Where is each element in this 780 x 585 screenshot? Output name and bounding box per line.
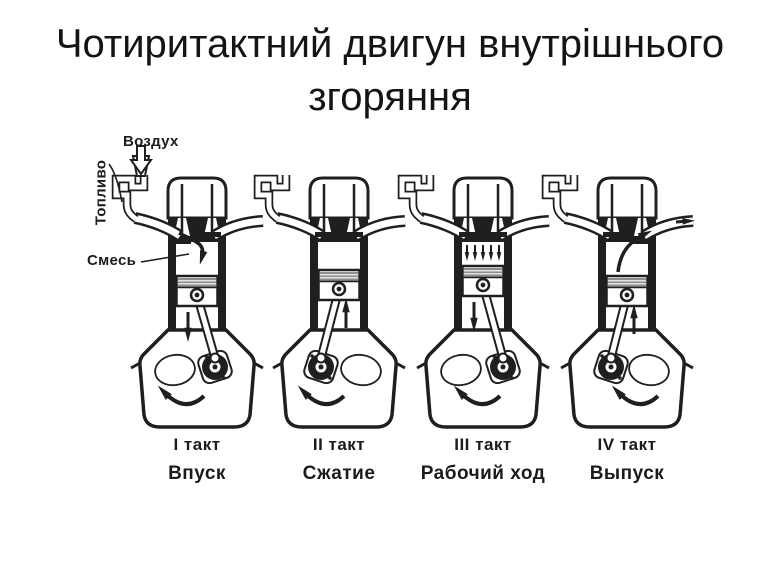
engine-figure: Воздух Топливо Смесь I такт Впуск II так… [85,130,745,530]
engine-figure-svg [108,145,695,429]
stroke-caption-power: III такт Рабочий ход [408,435,558,485]
mixture-label: Смесь [87,252,137,269]
stroke-name: Впуск [168,463,226,484]
stroke-stage: II такт [312,435,366,454]
stroke-caption-compression: II такт Сжатие [264,435,414,485]
slide-title: Чотиритактний двигун внутрішнього згорян… [55,22,725,119]
stroke-name: Сжатие [302,463,376,484]
stroke-stage: I такт [173,435,221,454]
engine-stroke-1-diagram [111,145,264,429]
stroke-caption-exhaust: IV такт Выпуск [552,435,702,485]
engine-stroke-4-diagram [541,174,695,429]
engine-stroke-3-diagram [397,174,550,429]
stroke-name: Выпуск [589,463,665,484]
stroke-name: Рабочий ход [420,463,546,484]
stroke-stage: III такт [454,435,512,454]
stroke-stage: IV такт [597,435,657,454]
fuel-label: Топливо [92,159,110,226]
air-label: Воздух [123,133,179,150]
stroke-caption-intake: I такт Впуск [122,435,272,485]
engine-stroke-2-diagram [253,174,406,429]
